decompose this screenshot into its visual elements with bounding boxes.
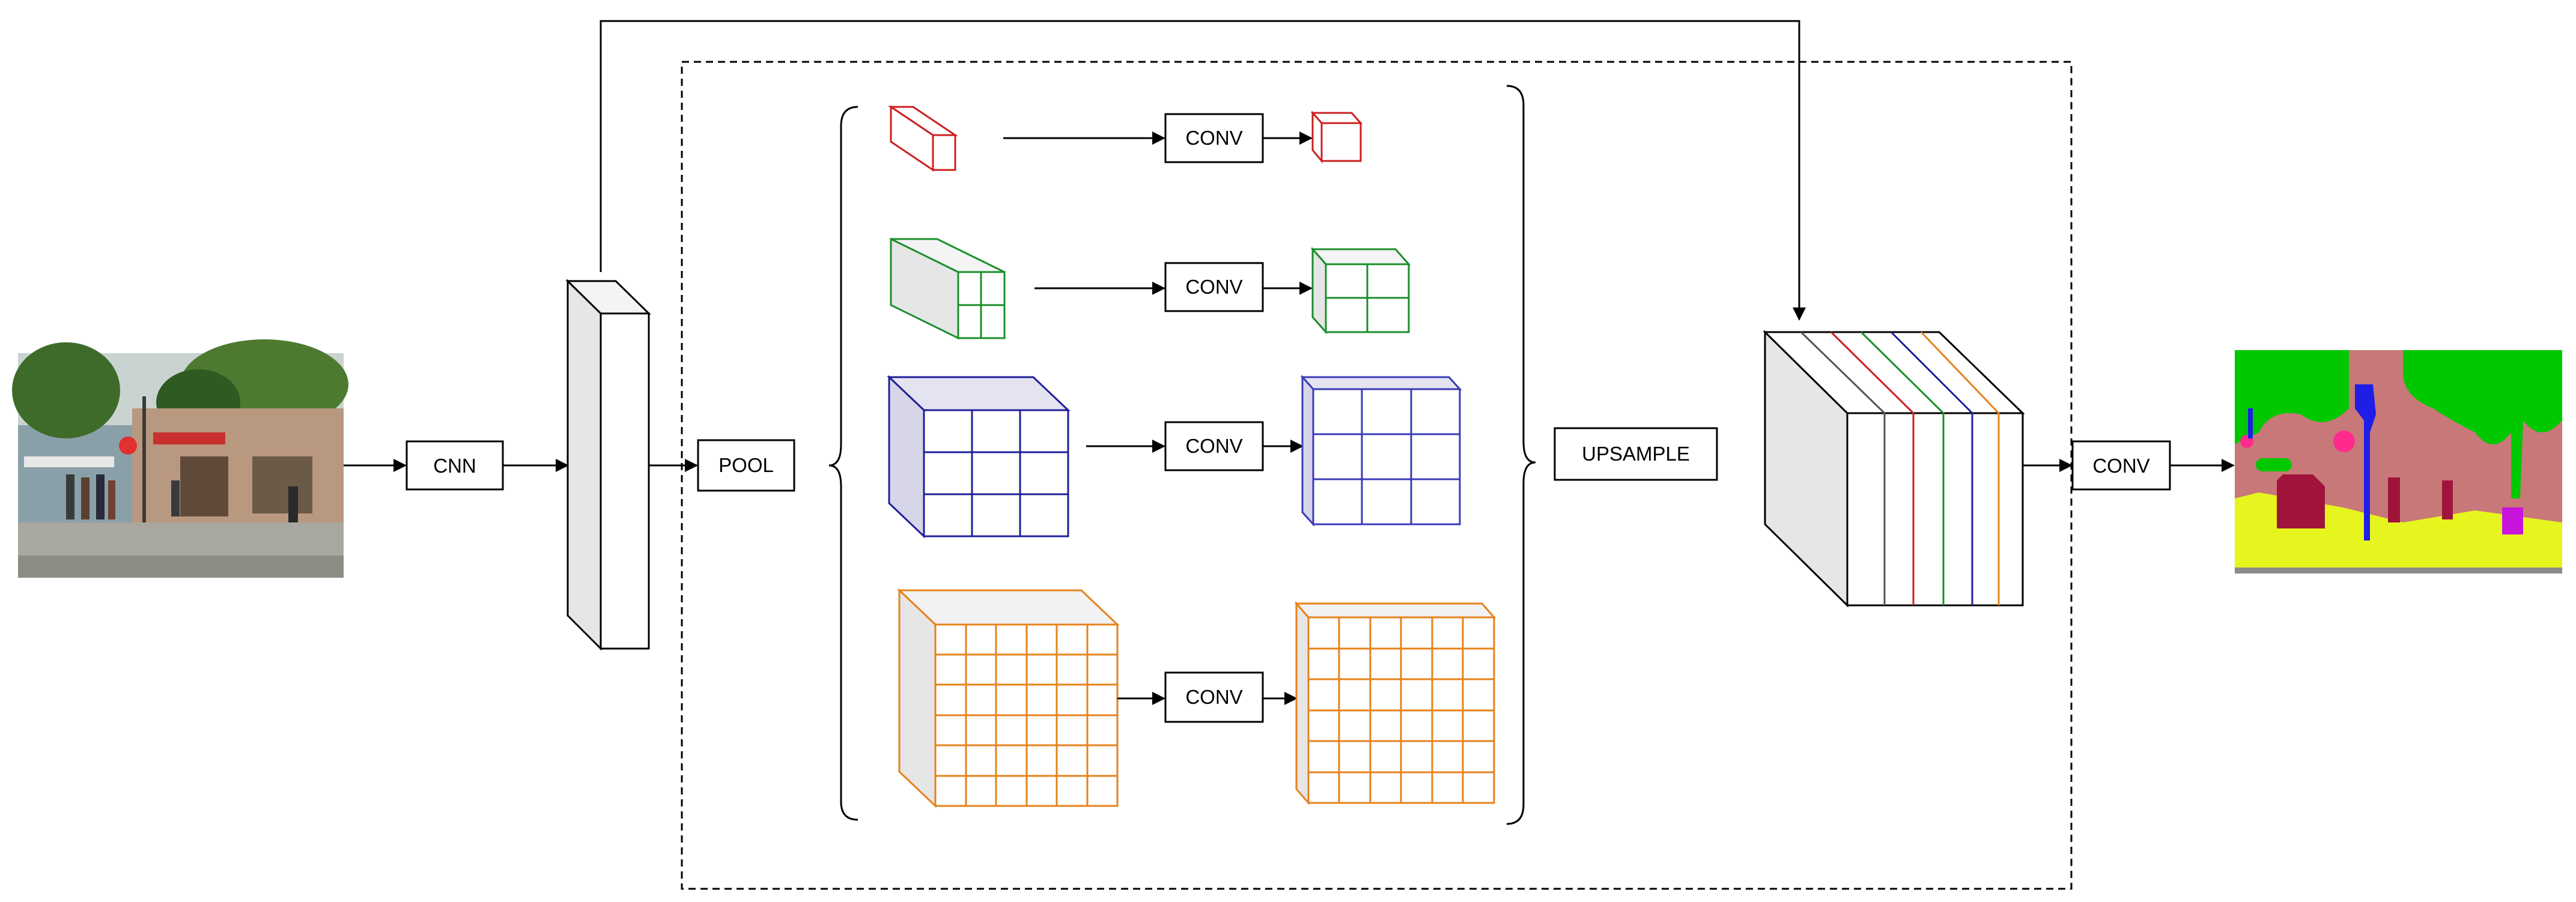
upsample-label: UPSAMPLE: [1582, 443, 1690, 465]
pool-label: POOL: [718, 454, 774, 476]
pooled-map-green: [890, 237, 1006, 340]
feature-map-slab: [565, 279, 651, 651]
input-street-photo: [12, 339, 348, 578]
pooled-map-orange: [897, 588, 1120, 808]
left-brace: [828, 106, 858, 821]
conv-green-label: CONV: [1185, 276, 1242, 298]
upsample-box: [1554, 427, 1718, 481]
cnn-label: CNN: [433, 455, 476, 477]
pooled-map-red: [888, 105, 958, 172]
conv-final-label: CONV: [2092, 455, 2149, 477]
conv-box-blue: [1164, 421, 1264, 471]
conv-box-red: [1164, 113, 1264, 163]
conv-output-blue: [1300, 375, 1462, 527]
conv-blue-label: CONV: [1185, 435, 1242, 457]
right-brace: [1506, 85, 1536, 825]
pool-box: [697, 439, 795, 492]
concatenated-feature-block: [1763, 330, 2025, 608]
conv-box-green: [1164, 262, 1264, 312]
conv-output-green: [1310, 247, 1411, 334]
pooled-map-blue: [887, 375, 1071, 539]
conv-output-red: [1310, 110, 1363, 164]
skip-connection-arrow: [600, 20, 1806, 321]
conv-box-final: [2071, 440, 2171, 491]
output-segmentation-map: [2235, 350, 2562, 574]
conv-box-orange: [1164, 671, 1264, 723]
pyramid-pooling-module-frame: [681, 61, 2073, 890]
conv-orange-label: CONV: [1185, 686, 1242, 708]
conv-red-label: CONV: [1185, 127, 1242, 149]
conv-output-orange: [1294, 601, 1496, 806]
